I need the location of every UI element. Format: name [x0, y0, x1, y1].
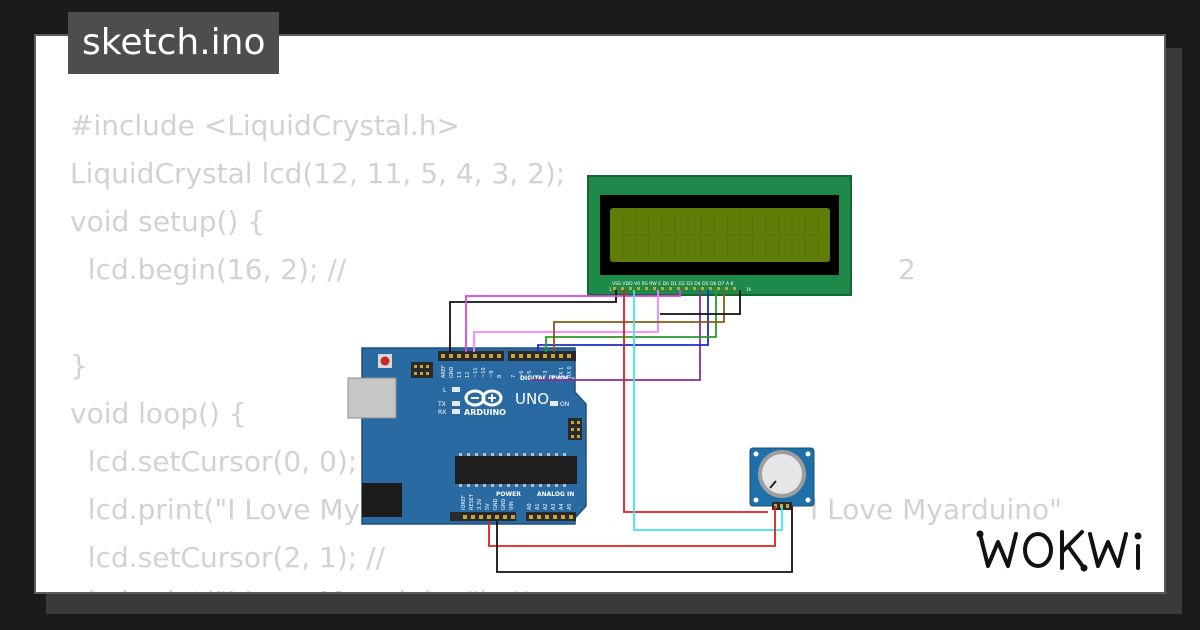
- code-line-7: void loop() {: [70, 397, 247, 430]
- pin-a2: A2: [543, 503, 549, 510]
- wokwi-logo: [976, 530, 1142, 572]
- pin-3: ~3: [543, 371, 549, 378]
- pin-a0: A0: [527, 503, 533, 510]
- wire-lcd-d6-pin3: [545, 290, 717, 352]
- on-label: ON: [560, 401, 569, 408]
- code-line-6: }: [70, 349, 88, 382]
- code-line-2: LiquidCrystal lcd(12, 11, 5, 4, 3, 2);: [70, 157, 566, 190]
- wire-lcd-v0-pot: [633, 290, 783, 531]
- pin-a4: A4: [559, 503, 565, 510]
- code-line-10: lcd.setCursor(2, 1); //: [70, 541, 385, 574]
- pin-vin: VIN: [509, 501, 515, 510]
- code-line-9: lcd.print("I Love My: [70, 493, 361, 526]
- wire-lcd-rs-pin12: [465, 290, 681, 352]
- tx-led: [452, 401, 460, 406]
- code-line-4: lcd.begin(16, 2); //: [70, 253, 347, 286]
- pin-tx1: TX 1: [559, 367, 565, 379]
- potentiometer-knob: [762, 454, 802, 494]
- pin-4: 4: [535, 375, 541, 378]
- code-line-8: lcd.setCursor(0, 0);: [70, 445, 358, 478]
- wire-lcd-vdd-pot: [623, 290, 768, 513]
- wire-lcd-d4-pin5: [530, 290, 701, 381]
- uno-label: UNO: [515, 390, 549, 408]
- analog-in-label: ANALOG IN: [537, 491, 574, 498]
- rx-label: RX: [438, 409, 446, 416]
- arduino-uno-board[interactable]: AREF GND 13 12 ~11 ~10 ~9 8 7 ~6 ~5 4 ~3…: [347, 347, 587, 525]
- pin-a3: A3: [551, 503, 557, 510]
- pin-5: ~5: [527, 371, 533, 378]
- code-fragment-2: 2: [898, 253, 916, 286]
- code-line-11: lcd.print("I Love Myarduino"); //: [70, 584, 536, 592]
- atmega-chip: [455, 456, 577, 484]
- pin-a5: A5: [567, 503, 573, 510]
- pin-a1: A1: [535, 503, 541, 510]
- pin-2: 2: [551, 375, 557, 378]
- lcd-display[interactable]: VSS VDD V0 RS RW E D0 D1 D2 D3 D4 D5 D6 …: [587, 175, 852, 296]
- pin-7: 7: [511, 375, 517, 378]
- wire-lcd-d7-pin2: [553, 290, 725, 352]
- code-card: #include <LiquidCrystal.h> LiquidCrystal…: [34, 34, 1166, 594]
- wire-5v-pot: [488, 506, 776, 547]
- pin-9: ~9: [489, 371, 495, 378]
- pin-8: 8: [497, 375, 503, 378]
- pin-gnd-1: GND: [493, 498, 499, 510]
- digital-label: DIGITAL (PWM ~): [520, 375, 578, 382]
- wire-lcd-d5-pin4: [537, 290, 709, 352]
- rx-led: [452, 409, 460, 414]
- wire-lcd-e-pin11: [473, 290, 659, 352]
- code-line-3: void setup() {: [70, 205, 266, 238]
- knob-indicator: [769, 480, 777, 489]
- wire-lcd-k: [660, 290, 741, 315]
- wires: [449, 290, 793, 573]
- code-line-1: #include <LiquidCrystal.h>: [70, 109, 460, 142]
- tx-label: TX: [437, 401, 446, 408]
- potentiometer[interactable]: [749, 447, 815, 510]
- pin-ioref: IOREF: [461, 495, 467, 510]
- pin-rx0: RX 0: [567, 366, 573, 378]
- pin-10: ~10: [481, 367, 487, 378]
- pin-6: ~6: [519, 371, 525, 378]
- code-fragment-love: I Love Myarduino": [810, 493, 1063, 526]
- lcd-pin-last: 16: [746, 287, 752, 292]
- sketch-title-tab[interactable]: sketch.ino: [68, 12, 280, 74]
- l-led: [452, 387, 460, 392]
- reset-button-cap: [380, 356, 390, 366]
- arduino-infinity-logo: [464, 389, 503, 407]
- lcd-pin-labels: VSS VDD V0 RS RW E D0 D1 D2 D3 D4 D5 D6 …: [612, 281, 735, 287]
- power-jack: [362, 483, 402, 517]
- pin-gnd-2: GND: [501, 498, 507, 510]
- on-led: [550, 401, 558, 406]
- l-led-label: L: [443, 387, 447, 394]
- arduino-brand-label: ARDUINO: [464, 408, 506, 417]
- pin-11: ~11: [473, 367, 479, 378]
- pin-reset: RESET: [469, 493, 475, 510]
- analog-header: [526, 512, 576, 521]
- wire-gnd-pot: [496, 506, 793, 573]
- usb-connector: [347, 377, 397, 419]
- lcd-pin-first: 1: [609, 287, 612, 292]
- pin-gnd: GND: [449, 366, 455, 378]
- pin-3v3: 3.3V: [477, 498, 483, 510]
- pin-12: 12: [465, 372, 471, 378]
- top-header-right: [508, 351, 576, 361]
- top-header-left: [438, 351, 504, 361]
- power-label: POWER: [496, 491, 521, 498]
- pin-13: 13: [457, 372, 463, 378]
- pin-5v: 5V: [485, 503, 491, 510]
- pin-aref: AREF: [441, 365, 447, 378]
